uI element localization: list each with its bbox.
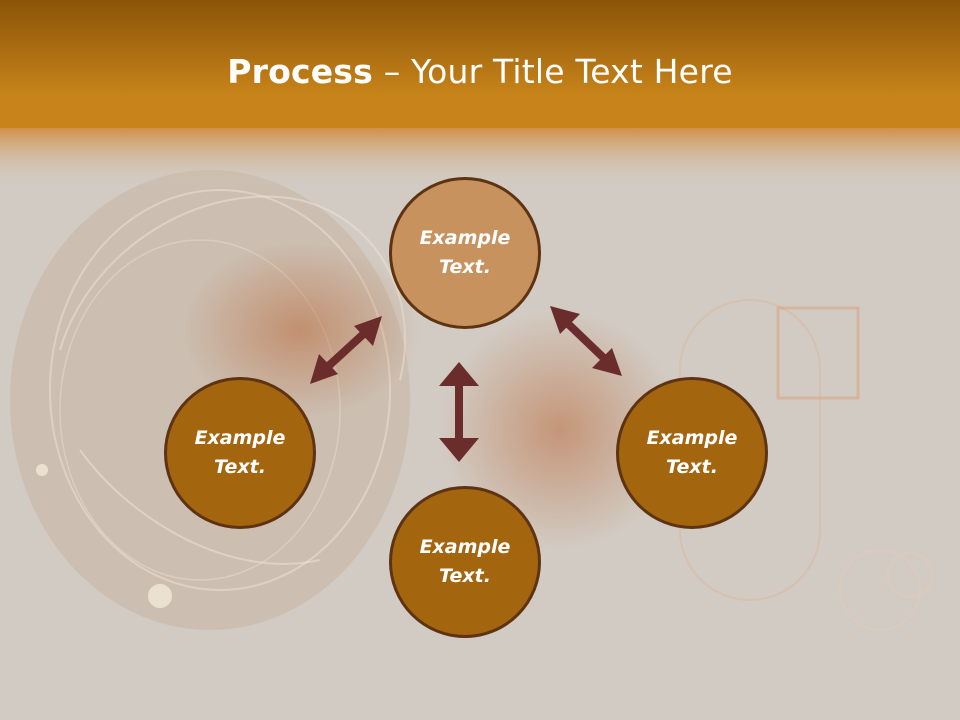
- process-node-top: Example Text.: [389, 177, 541, 329]
- node-top-line2: Text.: [439, 256, 491, 278]
- node-top-line1: Example: [419, 227, 511, 249]
- node-left-line1: Example: [194, 427, 286, 449]
- arrow-top-right: [550, 306, 622, 376]
- title-bold: Process: [227, 52, 373, 91]
- node-left-line2: Text.: [214, 456, 266, 478]
- process-node-bottom: Example Text.: [389, 486, 541, 638]
- node-right-line1: Example: [646, 427, 738, 449]
- node-bottom-line1: Example: [419, 536, 511, 558]
- node-bottom-line2: Text.: [439, 565, 491, 587]
- process-node-left: Example Text.: [164, 377, 316, 529]
- title-dash: –: [373, 52, 412, 91]
- slide-title: Process – Your Title Text Here: [0, 52, 960, 91]
- arrow-top-left: [310, 316, 382, 384]
- title-rest: Your Title Text Here: [411, 52, 733, 91]
- node-right-line2: Text.: [666, 456, 718, 478]
- arrow-vertical: [439, 362, 479, 462]
- process-node-right: Example Text.: [616, 377, 768, 529]
